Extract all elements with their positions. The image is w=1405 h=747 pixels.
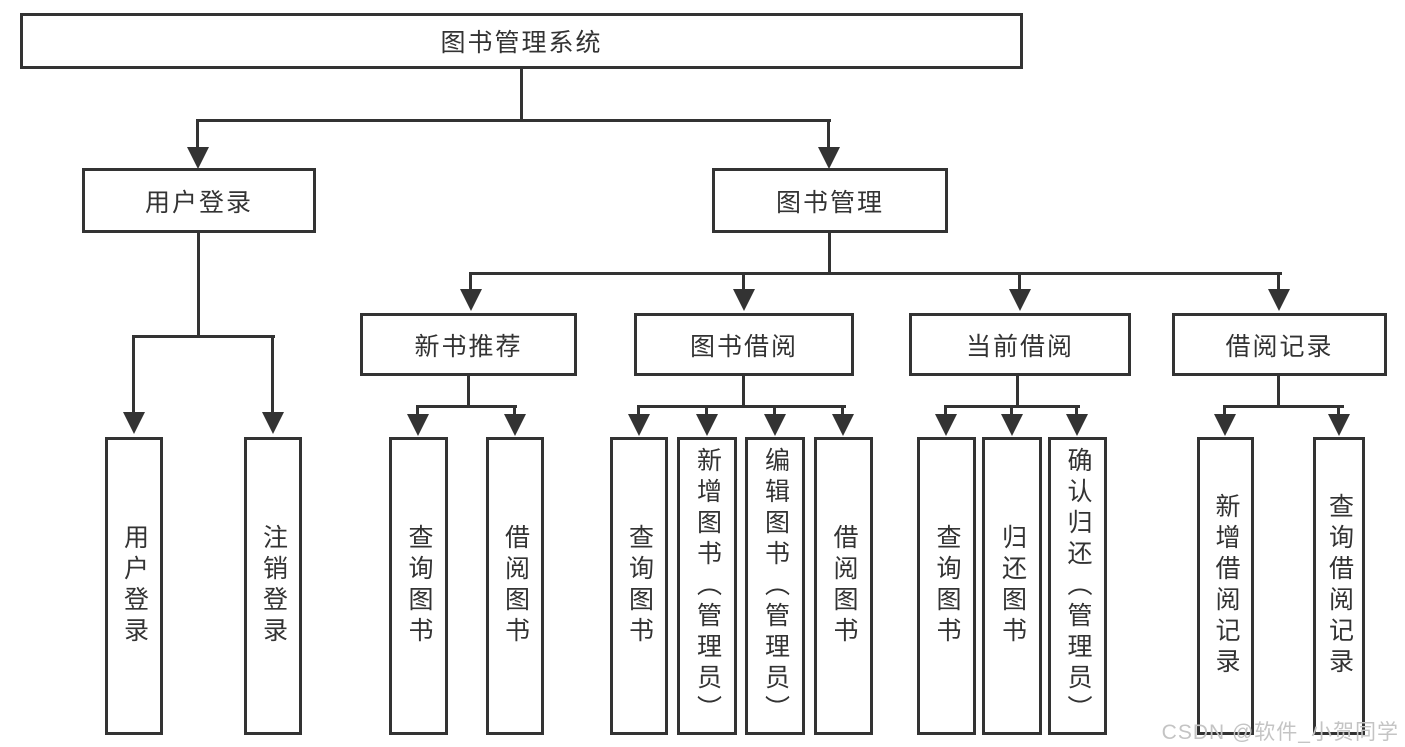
connector-vline (513, 405, 516, 414)
node-user-login: 用户登录 (82, 168, 316, 233)
connector-vline (742, 272, 745, 289)
leaf-logout-label: 注销登录 (259, 524, 288, 648)
leaf-edit-books-admin-label: 编辑图书（管理员） (761, 446, 790, 726)
leaf-logout: 注销登录 (244, 437, 302, 735)
arrowhead-down-icon (832, 414, 854, 436)
connector-vline (271, 335, 274, 412)
leaf-query-books-borrowing: 查询图书 (610, 437, 668, 735)
node-book-borrowing: 图书借阅 (634, 313, 854, 376)
leaf-query-books-recommend-label: 查询图书 (405, 524, 433, 648)
connector-hline (638, 405, 846, 408)
leaf-add-borrow-record-label: 新增借阅记录 (1212, 493, 1240, 679)
node-root-system: 图书管理系统 (20, 13, 1023, 69)
leaf-borrow-books-borrowing: 借阅图书 (814, 437, 873, 735)
leaf-borrow-books-recommend: 借阅图书 (486, 437, 544, 735)
arrowhead-down-icon (628, 414, 650, 436)
connector-vline (467, 376, 470, 408)
connector-vline (944, 405, 947, 414)
leaf-add-books-admin-label: 新增图书（管理员） (693, 446, 722, 726)
node-new-book-recommendation-label: 新书推荐 (414, 332, 523, 361)
node-current-borrowing-label: 当前借阅 (965, 332, 1074, 361)
connector-vline (742, 376, 745, 408)
connector-vline (416, 405, 419, 414)
connector-hline (197, 119, 831, 122)
arrowhead-down-icon (407, 414, 429, 436)
node-book-management-label: 图书管理 (775, 188, 884, 217)
connector-vline (1010, 405, 1013, 414)
connector-vline (1018, 272, 1021, 289)
node-book-management: 图书管理 (712, 168, 948, 233)
leaf-add-books-admin: 新增图书（管理员） (677, 437, 737, 735)
arrowhead-down-icon (1066, 414, 1088, 436)
connector-vline (520, 69, 523, 122)
leaf-add-borrow-record: 新增借阅记录 (1197, 437, 1254, 735)
arrowhead-down-icon (1009, 289, 1031, 311)
node-borrowing-records: 借阅记录 (1172, 313, 1387, 376)
arrowhead-down-icon (1214, 414, 1236, 436)
connector-vline (196, 119, 199, 147)
node-current-borrowing: 当前借阅 (909, 313, 1131, 376)
connector-hline (1223, 405, 1344, 408)
leaf-confirm-return-admin-label: 确认归还（管理员） (1064, 446, 1092, 726)
connector-vline (827, 119, 830, 147)
connector-vline (773, 405, 776, 414)
node-book-borrowing-label: 图书借阅 (689, 332, 798, 361)
leaf-query-books-recommend: 查询图书 (389, 437, 448, 735)
connector-vline (132, 335, 135, 412)
arrowhead-down-icon (1328, 414, 1350, 436)
arrowhead-down-icon (1268, 289, 1290, 311)
node-new-book-recommendation: 新书推荐 (360, 313, 577, 376)
connector-vline (469, 272, 472, 289)
connector-vline (705, 405, 708, 414)
watermark: CSDN @软件_小贺同学 (1161, 721, 1399, 744)
connector-vline (1223, 405, 1226, 414)
arrowhead-down-icon (1001, 414, 1023, 436)
leaf-confirm-return-admin: 确认归还（管理员） (1048, 437, 1107, 735)
leaf-user-login-label: 用户登录 (120, 524, 149, 648)
arrowhead-down-icon (696, 414, 718, 436)
leaf-borrow-books-recommend-label: 借阅图书 (501, 524, 530, 648)
leaf-borrow-books-borrowing-label: 借阅图书 (830, 524, 858, 648)
connector-vline (1277, 376, 1280, 408)
arrowhead-down-icon (123, 412, 145, 434)
arrowhead-down-icon (733, 289, 755, 311)
leaf-query-borrow-record-label: 查询借阅记录 (1325, 493, 1354, 679)
leaf-edit-books-admin: 编辑图书（管理员） (745, 437, 805, 735)
connector-vline (1277, 272, 1280, 289)
node-user-login-label: 用户登录 (144, 188, 253, 217)
connector-hline (416, 405, 517, 408)
arrowhead-down-icon (460, 289, 482, 311)
leaf-return-books-label: 归还图书 (998, 524, 1027, 648)
leaf-query-books-current: 查询图书 (917, 437, 976, 735)
connector-vline (1337, 405, 1340, 414)
connector-hline (133, 335, 275, 338)
leaf-query-books-current-label: 查询图书 (933, 524, 961, 648)
arrowhead-down-icon (818, 147, 840, 169)
leaf-return-books: 归还图书 (982, 437, 1042, 735)
arrowhead-down-icon (187, 147, 209, 169)
node-borrowing-records-label: 借阅记录 (1225, 332, 1334, 361)
leaf-user-login: 用户登录 (105, 437, 163, 735)
arrowhead-down-icon (764, 414, 786, 436)
connector-vline (637, 405, 640, 414)
connector-vline (1075, 405, 1078, 414)
connector-vline (1016, 376, 1019, 408)
connector-vline (828, 233, 831, 274)
arrowhead-down-icon (935, 414, 957, 436)
arrowhead-down-icon (262, 412, 284, 434)
arrowhead-down-icon (504, 414, 526, 436)
connector-vline (197, 233, 200, 337)
node-root-label: 图书管理系统 (440, 29, 603, 57)
leaf-query-borrow-record: 查询借阅记录 (1313, 437, 1365, 735)
connector-vline (841, 405, 844, 414)
connector-hline (470, 272, 1282, 275)
leaf-query-books-borrowing-label: 查询图书 (625, 524, 654, 648)
